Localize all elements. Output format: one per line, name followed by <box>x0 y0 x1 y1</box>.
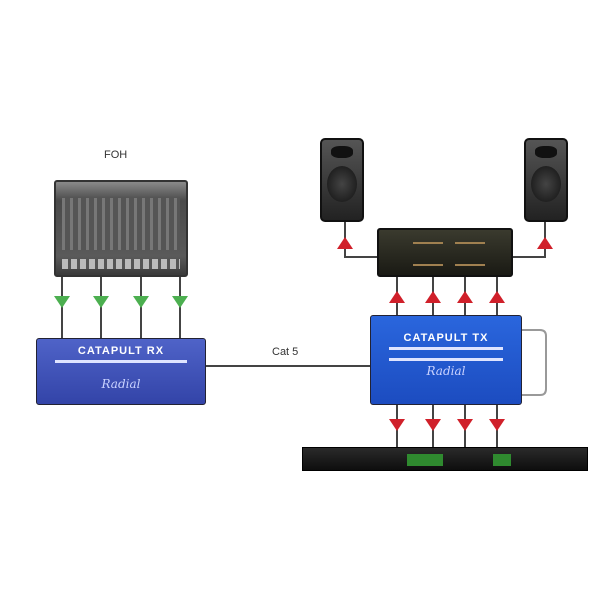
speaker-right <box>524 138 568 222</box>
cat5-label: Cat 5 <box>272 346 299 358</box>
return-arrow <box>457 291 473 303</box>
return-arrow <box>457 419 473 431</box>
return-arrow <box>425 291 441 303</box>
power-amplifier <box>377 228 513 277</box>
radial-logo: Radial <box>426 364 466 378</box>
left-catapult: CATAPULT RX Radial <box>36 338 206 405</box>
radial-logo: Radial <box>101 377 141 391</box>
foh-label: FOH <box>104 149 128 161</box>
right-catapult: CATAPULT TX Radial <box>370 315 522 405</box>
catapult-name: CATAPULT RX <box>77 345 165 357</box>
send-arrow <box>172 296 188 308</box>
send-arrow <box>54 296 70 308</box>
return-arrow <box>337 237 353 249</box>
catapult-name: CATAPULT TX <box>403 332 489 344</box>
rack-processor <box>302 447 588 471</box>
send-arrow <box>93 296 109 308</box>
foh-mixer <box>54 180 188 277</box>
return-arrow <box>389 419 405 431</box>
send-arrow <box>133 296 149 308</box>
return-arrow <box>489 291 505 303</box>
return-arrow <box>425 419 441 431</box>
speaker-left <box>320 138 364 222</box>
return-arrow <box>537 237 553 249</box>
return-arrow <box>389 291 405 303</box>
return-arrow <box>489 419 505 431</box>
